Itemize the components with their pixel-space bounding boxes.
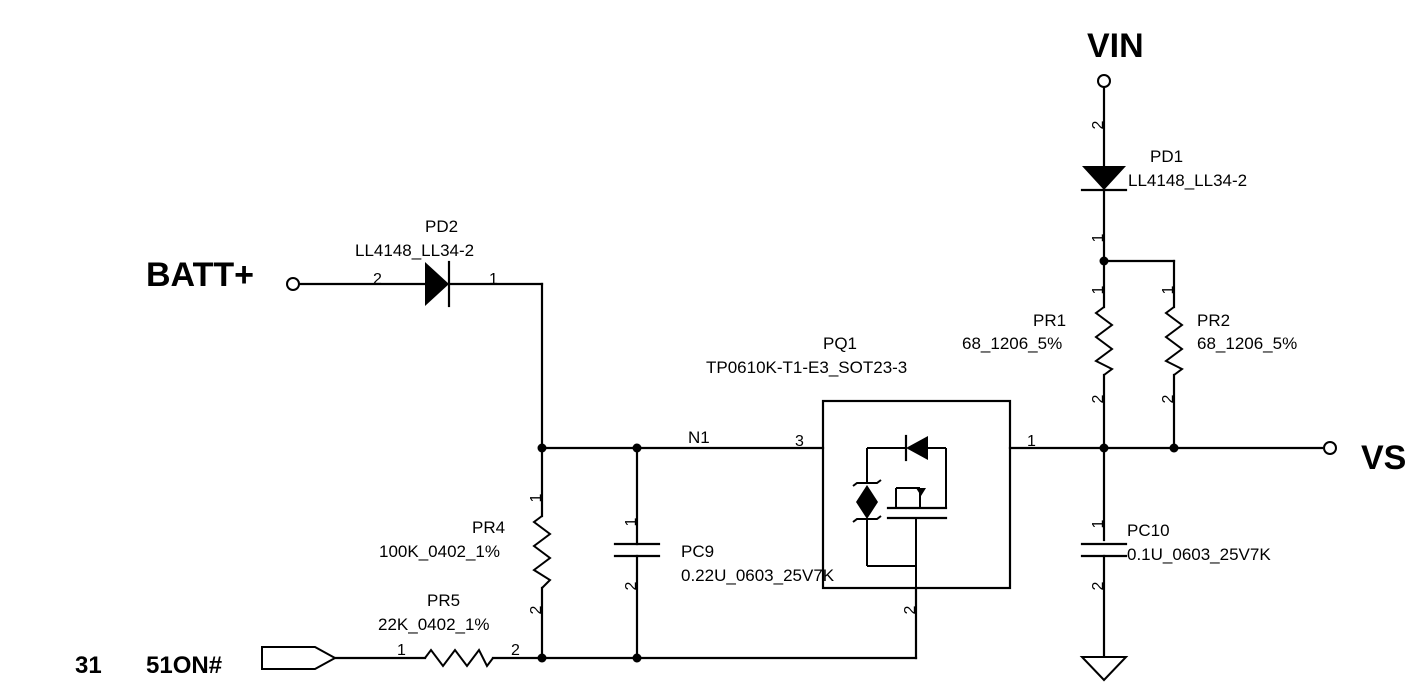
pr2-resistor: PR2 68_1206_5% 1 2 [1160, 285, 1297, 403]
pd2-diode: PD2 LL4148_LL34-2 2 1 [355, 217, 498, 308]
pq1-pin-drain: 3 [795, 433, 804, 450]
vs-label: VS [1361, 439, 1406, 477]
wires [298, 85, 1324, 660]
offpage-connector-icon [261, 646, 338, 670]
net-vs: VS [1323, 439, 1406, 477]
pd2-value: LL4148_LL34-2 [355, 241, 474, 260]
resistor-icon [424, 648, 494, 668]
pd1-ref: PD1 [1150, 147, 1183, 166]
pr4-pin-bottom: 2 [528, 605, 545, 614]
pd1-diode: PD1 LL4148_LL34-2 2 1 [1080, 120, 1247, 242]
pq1-pin-source: 1 [1027, 433, 1036, 450]
resistor-icon [532, 515, 552, 589]
pc10-capacitor: PC10 0.1U_0603_25V7K 1 2 [1080, 519, 1271, 590]
pd1-pin-top: 2 [1090, 120, 1107, 129]
pc10-pin-bottom: 2 [1090, 581, 1107, 590]
pr2-ref: PR2 [1197, 311, 1230, 330]
pc9-pin-bottom: 2 [623, 581, 640, 590]
pr2-pin-top: 1 [1160, 285, 1177, 294]
batt-port-icon [286, 277, 300, 291]
pc9-ref: PC9 [681, 542, 714, 561]
pr1-ref: PR1 [1033, 311, 1066, 330]
vs-port-icon [1323, 441, 1337, 455]
pd2-pin-right: 1 [489, 271, 498, 288]
pq1-mosfet: PQ1 TP0610K-T1-E3_SOT23-3 3 1 2 [706, 334, 1036, 614]
pq1-pin-gate: 2 [902, 605, 919, 614]
vin-port-icon [1097, 74, 1111, 88]
pr2-pin-bottom: 2 [1160, 394, 1177, 403]
diode-icon [425, 262, 449, 306]
pd2-pin-left: 2 [373, 271, 382, 288]
pr4-value: 100K_0402_1% [379, 542, 500, 561]
body-diode-icon [906, 436, 928, 460]
pr4-ref: PR4 [472, 518, 505, 537]
zener-icon [856, 485, 878, 502]
net-vin: VIN [1087, 27, 1144, 88]
pc10-ref: PC10 [1127, 521, 1170, 540]
pq1-value: TP0610K-T1-E3_SOT23-3 [706, 358, 907, 377]
resistor-icon [1164, 306, 1184, 376]
pr5-ref: PR5 [427, 591, 460, 610]
n1-label: N1 [688, 428, 710, 447]
pd1-value: LL4148_LL34-2 [1128, 171, 1247, 190]
signal-label: 51ON# [146, 652, 222, 679]
offpage-connector: 31 51ON# [75, 646, 338, 679]
pd1-pin-bottom: 1 [1090, 233, 1107, 242]
net-batt: BATT+ [146, 256, 300, 294]
pd2-ref: PD2 [425, 217, 458, 236]
vin-label: VIN [1087, 27, 1144, 65]
pr5-pin-left: 1 [397, 642, 406, 659]
pr4-resistor: PR4 100K_0402_1% 1 2 [379, 493, 552, 614]
pc10-value: 0.1U_0603_25V7K [1127, 545, 1271, 564]
ground-icon [1079, 656, 1129, 682]
pr1-resistor: PR1 68_1206_5% 1 2 [962, 285, 1114, 403]
pr5-value: 22K_0402_1% [378, 615, 490, 634]
pr1-value: 68_1206_5% [962, 334, 1062, 353]
pr2-value: 68_1206_5% [1197, 334, 1297, 353]
pr5-pin-right: 2 [511, 642, 520, 659]
pr5-resistor: PR5 22K_0402_1% 1 2 [378, 591, 520, 668]
resistor-icon [1094, 306, 1114, 376]
pc10-pin-top: 1 [1090, 519, 1107, 528]
sheet-ref: 31 [75, 652, 102, 679]
batt-label: BATT+ [146, 256, 254, 294]
pr1-pin-bottom: 2 [1090, 394, 1107, 403]
pc9-value: 0.22U_0603_25V7K [681, 566, 835, 585]
pr1-pin-top: 1 [1090, 285, 1107, 294]
pc9-capacitor: PC9 0.22U_0603_25V7K 1 2 [613, 517, 835, 590]
pr4-pin-top: 1 [528, 493, 545, 502]
pc9-pin-top: 1 [623, 517, 640, 526]
pq1-ref: PQ1 [823, 334, 857, 353]
diode-icon [1082, 166, 1126, 190]
junction-dots [537, 256, 1179, 663]
